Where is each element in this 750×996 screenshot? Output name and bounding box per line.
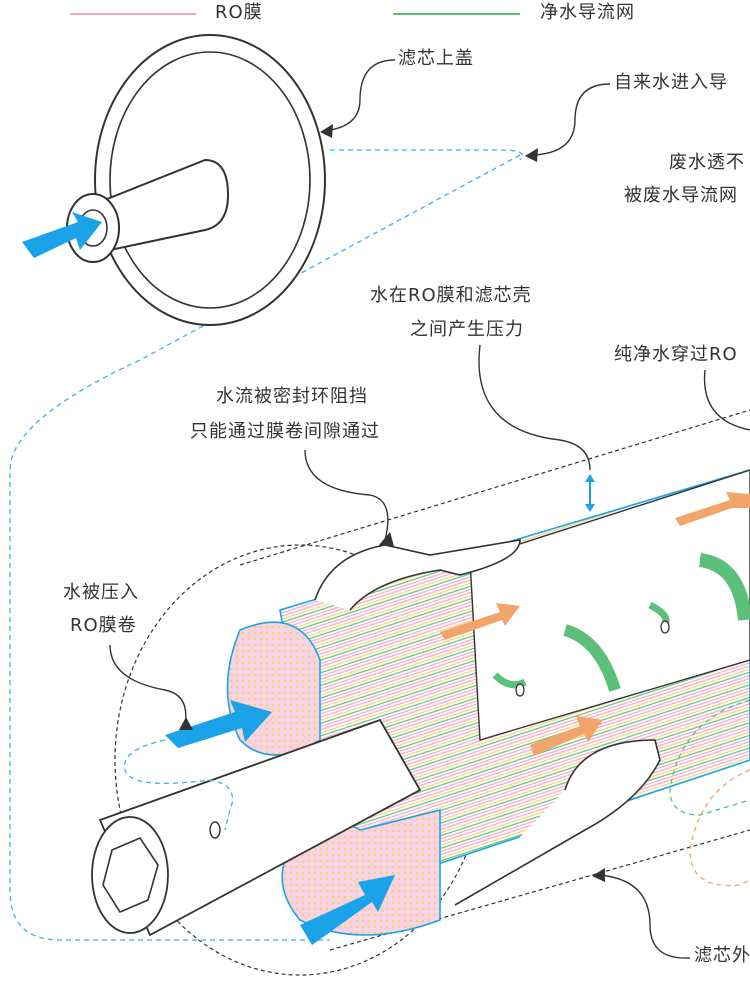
leader-shell xyxy=(599,874,691,959)
label-pressure-line2: 之间产生压力 xyxy=(410,319,524,340)
label-pure-water: 纯净水穿过RO xyxy=(614,344,738,365)
label-tap-water-in: 自来水进入导 xyxy=(614,72,728,93)
label-pressure-line1: 水在RO膜和滤芯壳 xyxy=(370,285,532,306)
label-waste-line2: 被废水导流网 xyxy=(624,185,738,206)
leader-seal xyxy=(304,449,389,541)
leader-seal-arrowhead xyxy=(379,532,394,546)
leader-pure xyxy=(703,369,750,431)
inlet-arrow-upper xyxy=(165,700,272,748)
tube-hole-2 xyxy=(660,620,670,634)
leader-pressed xyxy=(109,644,187,726)
pressure-indicator xyxy=(585,474,595,512)
orange-dashed-path xyxy=(689,769,750,887)
leader-cap xyxy=(329,59,396,131)
leader-cap-arrowhead xyxy=(320,124,333,138)
leader-tap-water-arrowhead xyxy=(525,148,538,162)
legend-ro-membrane-label: RO膜 xyxy=(215,2,263,23)
seal-ring-bottom xyxy=(454,739,661,906)
pure-arrow-1 xyxy=(492,672,527,689)
label-waste-line1: 废水透不 xyxy=(669,152,745,173)
inlet-arrow-lower xyxy=(300,875,395,945)
tube-hole-1 xyxy=(515,683,525,697)
label-shell: 滤芯外 xyxy=(694,945,750,966)
roll-end-face-upper xyxy=(226,621,321,756)
label-filter-cap: 滤芯上盖 xyxy=(398,48,474,69)
blue-dashed-inlet-path xyxy=(123,739,234,831)
waste-arrow-2 xyxy=(675,492,750,526)
waste-arrow-1 xyxy=(440,603,520,640)
label-seal-line2: 只能通过膜卷间隙通过 xyxy=(190,421,380,442)
label-pressed-line1: 水被压入 xyxy=(63,582,139,603)
leader-shell-arrowhead xyxy=(592,868,605,882)
central-tube-window xyxy=(469,469,750,741)
legend-clean-water-mesh-line xyxy=(393,13,520,15)
waste-arrow-3 xyxy=(530,716,603,756)
pure-arrow-4 xyxy=(698,553,750,621)
pure-arrow-2 xyxy=(563,624,621,692)
legend-clean-water-mesh-label: 净水导流网 xyxy=(540,2,635,23)
legend-ro-membrane-line xyxy=(70,13,196,15)
label-pressed-line2: RO膜卷 xyxy=(70,615,137,636)
filter-cap xyxy=(66,34,326,326)
label-seal-line1: 水流被密封环阻挡 xyxy=(216,386,368,407)
seal-ring-top xyxy=(314,539,521,611)
flow-path-top xyxy=(330,149,524,161)
leader-pressure xyxy=(478,344,591,471)
cap-inlet-arrow xyxy=(22,212,102,258)
leader-pressed-arrowhead xyxy=(179,717,193,730)
leader-tap-water xyxy=(534,83,611,156)
flow-path-dashed xyxy=(9,154,521,941)
center-pipe xyxy=(91,718,422,937)
